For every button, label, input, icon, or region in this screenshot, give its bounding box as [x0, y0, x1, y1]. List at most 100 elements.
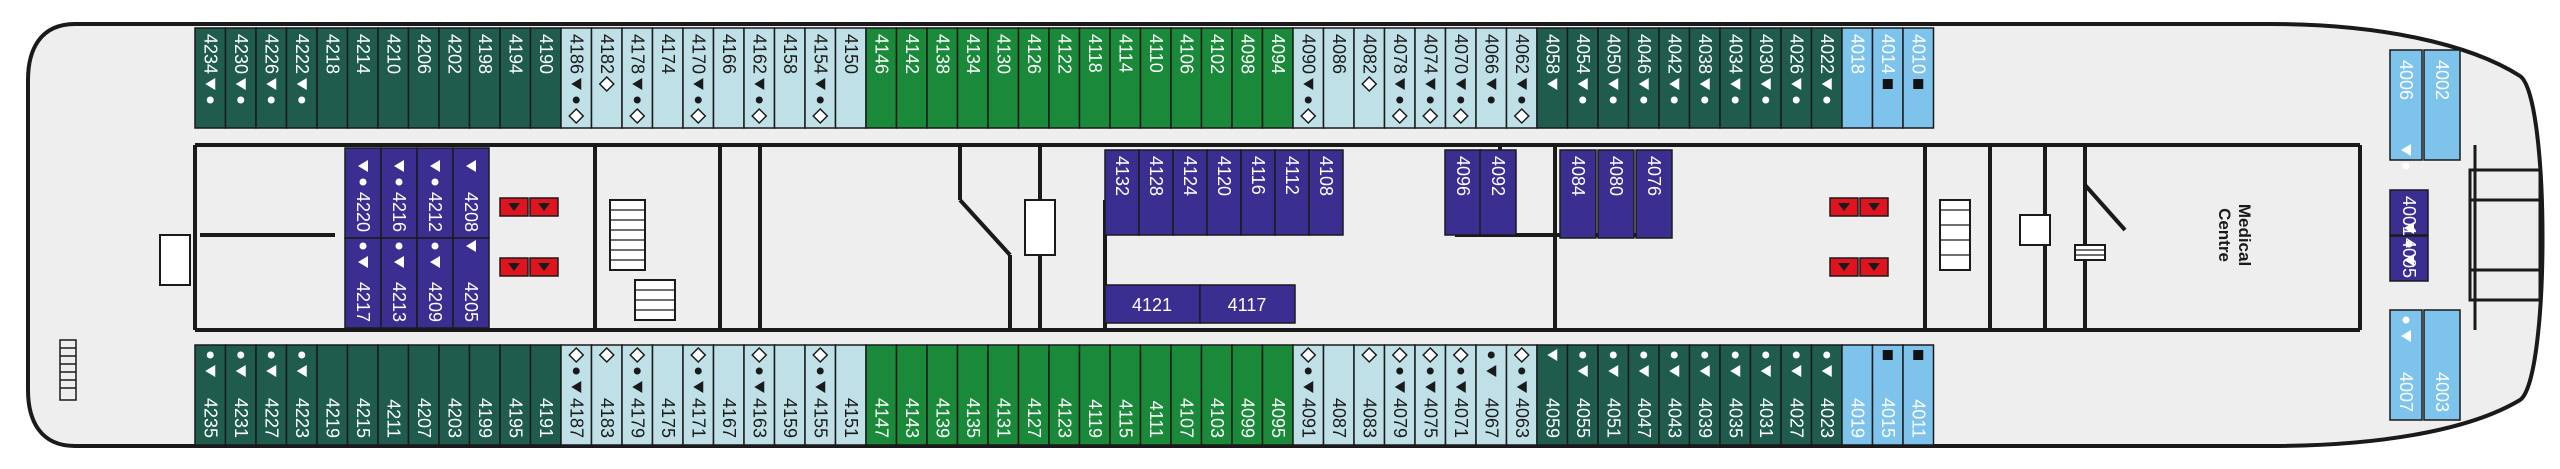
cabin-4212[interactable]: 4212: [416, 147, 454, 239]
cabin-4199[interactable]: 4199: [468, 344, 501, 446]
cabin-4099[interactable]: 4099: [1231, 344, 1264, 446]
cabin-4087[interactable]: 4087: [1322, 344, 1355, 446]
cabin-4071[interactable]: 4071: [1444, 344, 1477, 446]
cabin-4234[interactable]: 4234: [194, 27, 227, 129]
cabin-4031[interactable]: 4031: [1749, 344, 1782, 446]
cabin-4090[interactable]: 4090: [1292, 27, 1325, 129]
cabin-4155[interactable]: 4155: [804, 344, 837, 446]
cabin-4191[interactable]: 4191: [529, 344, 562, 446]
cabin-4186[interactable]: 4186: [560, 27, 593, 129]
cabin-4127[interactable]: 4127: [1017, 344, 1050, 446]
cabin-4059[interactable]: 4059: [1536, 344, 1569, 446]
cabin-4006[interactable]: 4006: [2389, 49, 2423, 170]
cabin-4219[interactable]: 4219: [316, 344, 349, 446]
cabin-4043[interactable]: 4043: [1658, 344, 1691, 446]
cabin-4213[interactable]: 4213: [380, 237, 418, 329]
cabin-4179[interactable]: 4179: [621, 344, 654, 446]
cabin-4235[interactable]: 4235: [194, 344, 227, 446]
cabin-4211[interactable]: 4211: [377, 344, 410, 446]
cabin-4007[interactable]: 4007: [2389, 309, 2423, 421]
cabin-4163[interactable]: 4163: [743, 344, 776, 446]
cabin-4151[interactable]: 4151: [834, 344, 867, 446]
cabin-4203[interactable]: 4203: [438, 344, 471, 446]
cabin-4128[interactable]: 4128: [1138, 149, 1174, 236]
cabin-4042[interactable]: 4042: [1658, 27, 1691, 129]
cabin-4126[interactable]: 4126: [1017, 27, 1050, 129]
cabin-4207[interactable]: 4207: [407, 344, 440, 446]
cabin-4003[interactable]: 4003: [2423, 309, 2461, 421]
cabin-4182[interactable]: 4182: [590, 27, 623, 129]
cabin-4076[interactable]: 4076: [1635, 149, 1673, 239]
cabin-4080[interactable]: 4080: [1597, 149, 1635, 239]
cabin-4222[interactable]: 4222: [285, 27, 318, 129]
cabin-4209[interactable]: 4209: [416, 237, 454, 329]
cabin-4001[interactable]: 4001: [2389, 189, 2429, 248]
cabin-4098[interactable]: 4098: [1231, 27, 1264, 129]
cabin-4214[interactable]: 4214: [346, 27, 379, 129]
cabin-4143[interactable]: 4143: [895, 344, 928, 446]
cabin-4205[interactable]: 4205: [452, 237, 490, 329]
cabin-4120[interactable]: 4120: [1206, 149, 1242, 236]
cabin-4195[interactable]: 4195: [499, 344, 532, 446]
cabin-4132[interactable]: 4132: [1104, 149, 1140, 236]
cabin-4074[interactable]: 4074: [1414, 27, 1447, 129]
cabin-4170[interactable]: 4170: [682, 27, 715, 129]
cabin-4078[interactable]: 4078: [1383, 27, 1416, 129]
cabin-4084[interactable]: 4084: [1559, 149, 1597, 239]
cabin-4146[interactable]: 4146: [865, 27, 898, 129]
cabin-4083[interactable]: 4083: [1353, 344, 1386, 446]
cabin-4015[interactable]: 4015: [1871, 344, 1904, 446]
cabin-4103[interactable]: 4103: [1200, 344, 1233, 446]
cabin-4034[interactable]: 4034: [1719, 27, 1752, 129]
cabin-4066[interactable]: 4066: [1475, 27, 1508, 129]
medical-centre[interactable]: Medical Centre: [2215, 204, 2254, 266]
cabin-4023[interactable]: 4023: [1810, 344, 1843, 446]
cabin-4147[interactable]: 4147: [865, 344, 898, 446]
cabin-4018[interactable]: 4018: [1841, 27, 1874, 129]
cabin-4102[interactable]: 4102: [1200, 27, 1233, 129]
cabin-4116[interactable]: 4116: [1240, 149, 1276, 236]
cabin-4055[interactable]: 4055: [1566, 344, 1599, 446]
cabin-4082[interactable]: 4082: [1353, 27, 1386, 129]
cabin-4175[interactable]: 4175: [651, 344, 684, 446]
cabin-4027[interactable]: 4027: [1780, 344, 1813, 446]
cabin-4111[interactable]: 4111: [1139, 344, 1172, 446]
cabin-4123[interactable]: 4123: [1048, 344, 1081, 446]
cabin-4226[interactable]: 4226: [255, 27, 288, 129]
cabin-4208[interactable]: 4208: [452, 147, 490, 239]
cabin-4159[interactable]: 4159: [773, 344, 806, 446]
cabin-4118[interactable]: 4118: [1078, 27, 1111, 129]
cabin-4075[interactable]: 4075: [1414, 344, 1447, 446]
cabin-4110[interactable]: 4110: [1139, 27, 1172, 129]
cabin-4130[interactable]: 4130: [987, 27, 1020, 129]
cabin-4039[interactable]: 4039: [1688, 344, 1721, 446]
cabin-4217[interactable]: 4217: [344, 237, 382, 329]
cabin-4050[interactable]: 4050: [1597, 27, 1630, 129]
cabin-4117[interactable]: 4117: [1199, 284, 1296, 324]
cabin-4063[interactable]: 4063: [1505, 344, 1538, 446]
cabin-4051[interactable]: 4051: [1597, 344, 1630, 446]
cabin-4223[interactable]: 4223: [285, 344, 318, 446]
cabin-4119[interactable]: 4119: [1078, 344, 1111, 446]
cabin-4030[interactable]: 4030: [1749, 27, 1782, 129]
cabin-4138[interactable]: 4138: [926, 27, 959, 129]
cabin-4124[interactable]: 4124: [1172, 149, 1208, 236]
cabin-4010[interactable]: 4010: [1902, 27, 1935, 129]
cabin-4150[interactable]: 4150: [834, 27, 867, 129]
cabin-4091[interactable]: 4091: [1292, 344, 1325, 446]
cabin-4121[interactable]: 4121: [1104, 284, 1201, 324]
cabin-4022[interactable]: 4022: [1810, 27, 1843, 129]
cabin-4095[interactable]: 4095: [1261, 344, 1294, 446]
cabin-4014[interactable]: 4014: [1871, 27, 1904, 129]
cabin-4134[interactable]: 4134: [956, 27, 989, 129]
cabin-4005[interactable]: 4005: [2389, 235, 2429, 282]
cabin-4135[interactable]: 4135: [956, 344, 989, 446]
cabin-4206[interactable]: 4206: [407, 27, 440, 129]
cabin-4115[interactable]: 4115: [1109, 344, 1142, 446]
cabin-4166[interactable]: 4166: [712, 27, 745, 129]
cabin-4035[interactable]: 4035: [1719, 344, 1752, 446]
cabin-4058[interactable]: 4058: [1536, 27, 1569, 129]
cabin-4019[interactable]: 4019: [1841, 344, 1874, 446]
cabin-4142[interactable]: 4142: [895, 27, 928, 129]
cabin-4190[interactable]: 4190: [529, 27, 562, 129]
